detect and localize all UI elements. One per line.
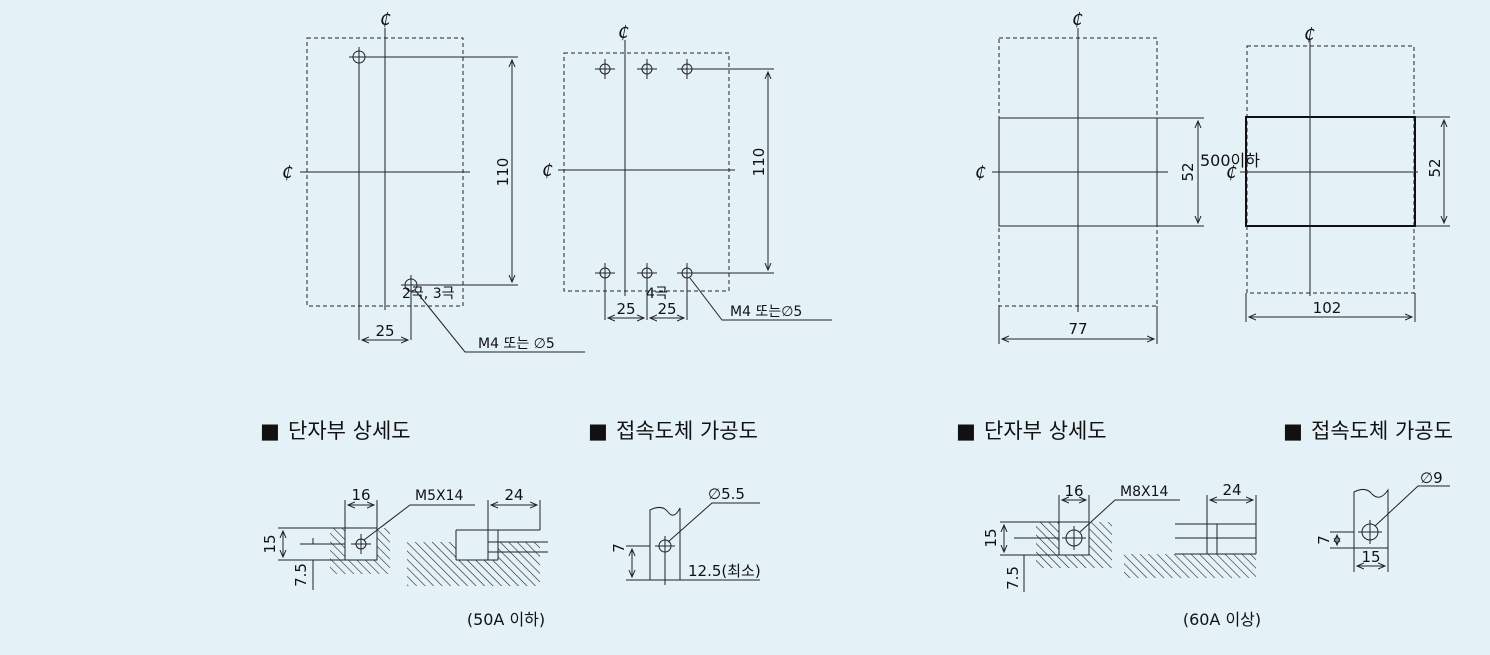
drawing-1-mount-2-3-pole: ₵ ₵ 110 25 2극, 3극 M4 또는 ∅5 [282, 10, 585, 353]
bullet-icon: ■ [956, 419, 976, 443]
hole-note: M4 또는 ∅5 [478, 336, 555, 352]
mount-holes-bottom [595, 263, 697, 320]
header-text: 접속도체 가공도 [616, 419, 758, 443]
dim-15: 15 [261, 534, 279, 553]
section-header-right-conductor: ■ 접속도체 가공도 [1283, 419, 1453, 443]
hole-dia: ∅5.5 [708, 485, 745, 503]
dim-12-5: 12.5(최소) [688, 562, 761, 580]
dim-25-right: 25 [657, 300, 676, 318]
bullet-icon: ■ [260, 419, 280, 443]
dim-52: 52 [1426, 158, 1444, 177]
hole-note: M4 또는∅5 [730, 304, 802, 320]
centerline-mark: ₵ [618, 23, 629, 43]
section-header-right-terminal: ■ 단자부 상세도 [956, 419, 1107, 443]
dim-110: 110 [750, 148, 768, 177]
dim-7: 7 [1315, 535, 1333, 545]
dim-25-left: 25 [616, 300, 635, 318]
centerline-mark: ₵ [542, 161, 553, 181]
dim-102: 102 [1313, 299, 1342, 317]
dim-24: 24 [1222, 481, 1241, 499]
centerline-mark: ₵ [1304, 25, 1315, 45]
centerline-mark: ₵ [380, 10, 391, 30]
dim-24: 24 [504, 486, 523, 504]
mount-holes-top [595, 59, 697, 79]
header-text: 단자부 상세도 [288, 419, 411, 443]
bolt-spec: M5X14 [415, 488, 463, 504]
section-header-left-terminal: ■ 단자부 상세도 [260, 419, 411, 443]
caption-50A: (50A 이하) [467, 610, 545, 629]
dim-52: 52 [1179, 162, 1197, 181]
caption-60A: (60A 이상) [1183, 610, 1261, 629]
header-text: 접속도체 가공도 [1311, 419, 1453, 443]
dim-15: 15 [982, 528, 1000, 547]
bullet-icon: ■ [1283, 419, 1303, 443]
drawing-3-cutout-77: ₵ ₵ 52 500이하 77 [975, 10, 1260, 344]
dim-25: 25 [375, 322, 394, 340]
dim-15: 15 [1361, 548, 1380, 566]
centerline-mark: ₵ [975, 163, 986, 183]
header-text: 단자부 상세도 [984, 419, 1107, 443]
section-header-left-conductor: ■ 접속도체 가공도 [588, 419, 758, 443]
drawing-4-cutout-102: ₵ ₵ 52 102 [1226, 25, 1450, 322]
dim-77: 77 [1068, 320, 1087, 338]
centerline-mark: ₵ [1226, 163, 1237, 183]
dim-7-5: 7.5 [1004, 566, 1022, 590]
terminal-detail-50A: 16 M5X14 15 7.5 24 [261, 486, 548, 590]
pole-note: 4극 [646, 286, 668, 302]
pole-note: 2극, 3극 [402, 286, 455, 302]
dim-7-5: 7.5 [292, 563, 310, 587]
conductor-detail-60A: ∅9 7 15 [1315, 469, 1450, 572]
conductor-detail-50A: ∅5.5 7 12.5(최소) [610, 485, 761, 585]
dim-110: 110 [494, 158, 512, 187]
terminal-detail-60A: 16 M8X14 15 7.5 24 [982, 481, 1257, 592]
centerline-mark: ₵ [282, 163, 293, 183]
hole-dia: ∅9 [1420, 469, 1443, 487]
dim-7: 7 [610, 543, 628, 553]
dim-16: 16 [351, 486, 370, 504]
bolt-spec: M8X14 [1120, 484, 1168, 500]
dim-16: 16 [1064, 482, 1083, 500]
centerline-mark: ₵ [1072, 10, 1083, 30]
bullet-icon: ■ [588, 419, 608, 443]
drawing-2-mount-4-pole: ₵ ₵ 110 25 25 4극 M4 또는∅5 [542, 23, 832, 320]
